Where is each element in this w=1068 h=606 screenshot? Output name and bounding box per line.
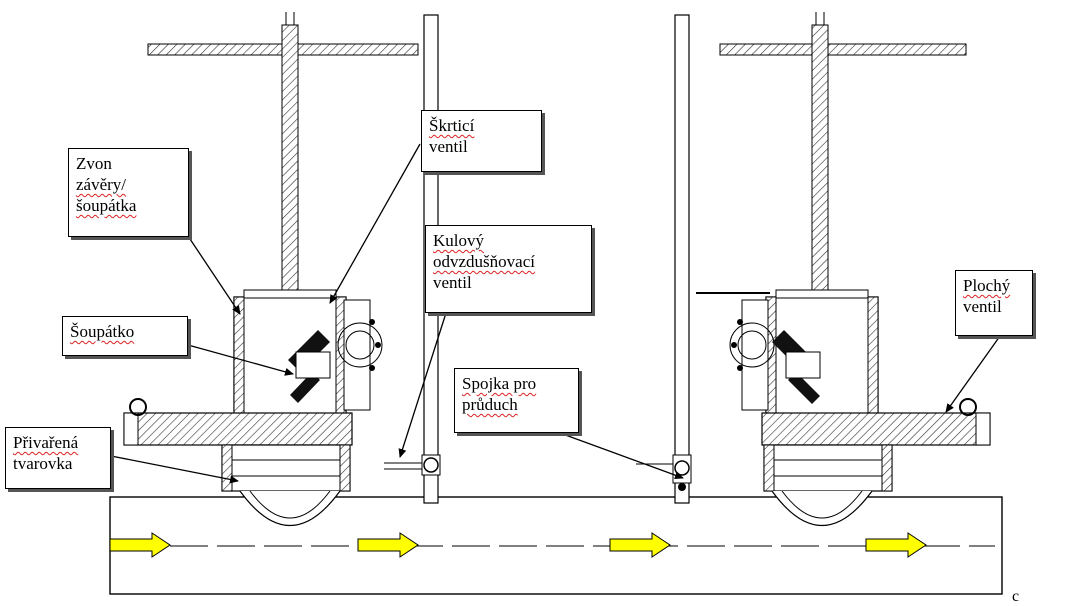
label-privarena-tvarovka: Přivařená tvarovka: [5, 427, 111, 489]
flow-arrow: [357, 532, 419, 558]
label-skrtici-ventil: Škrticí ventil: [421, 110, 542, 172]
flow-arrow: [865, 532, 927, 558]
corner-mark: c: [1012, 588, 1020, 605]
right-handwheel: [719, 43, 967, 56]
flow-arrow: [109, 532, 171, 558]
main-pipe: [109, 496, 1003, 595]
right-valve-assembly: [696, 12, 991, 526]
leader-privarena: [110, 455, 239, 484]
left-valve-assembly: [123, 12, 419, 526]
label-soupatko: Šoupátko: [62, 316, 188, 356]
leader-spojka: [559, 432, 684, 480]
vent-pipe-2: [636, 14, 692, 504]
left-welded-fitting: [221, 444, 351, 492]
right-gate: [772, 330, 821, 404]
flow-arrow: [609, 532, 671, 558]
left-flat-plate: [123, 412, 353, 446]
flow-arrows: [109, 532, 927, 558]
leader-zvon: [187, 235, 241, 315]
label-plochy-ventil: Plochý ventil: [955, 270, 1033, 336]
right-welded-fitting: [763, 444, 893, 492]
right-flat-plate: [761, 412, 991, 446]
leader-kulovy: [398, 312, 447, 458]
label-spojka-pruduch: Spojka pro průduch: [454, 368, 579, 433]
leader-lines: [110, 143, 1001, 484]
left-gate: [288, 330, 331, 403]
label-kulovy-ventil: Kulový odvzdušňovací ventil: [425, 225, 592, 313]
leader-plochy: [945, 335, 1001, 413]
leader-soupatko: [187, 344, 294, 376]
right-bell-body: [765, 296, 879, 416]
label-zvon-zavery: Zvon závěry/ šoupátka: [68, 148, 189, 237]
leader-skrtici: [329, 143, 421, 304]
